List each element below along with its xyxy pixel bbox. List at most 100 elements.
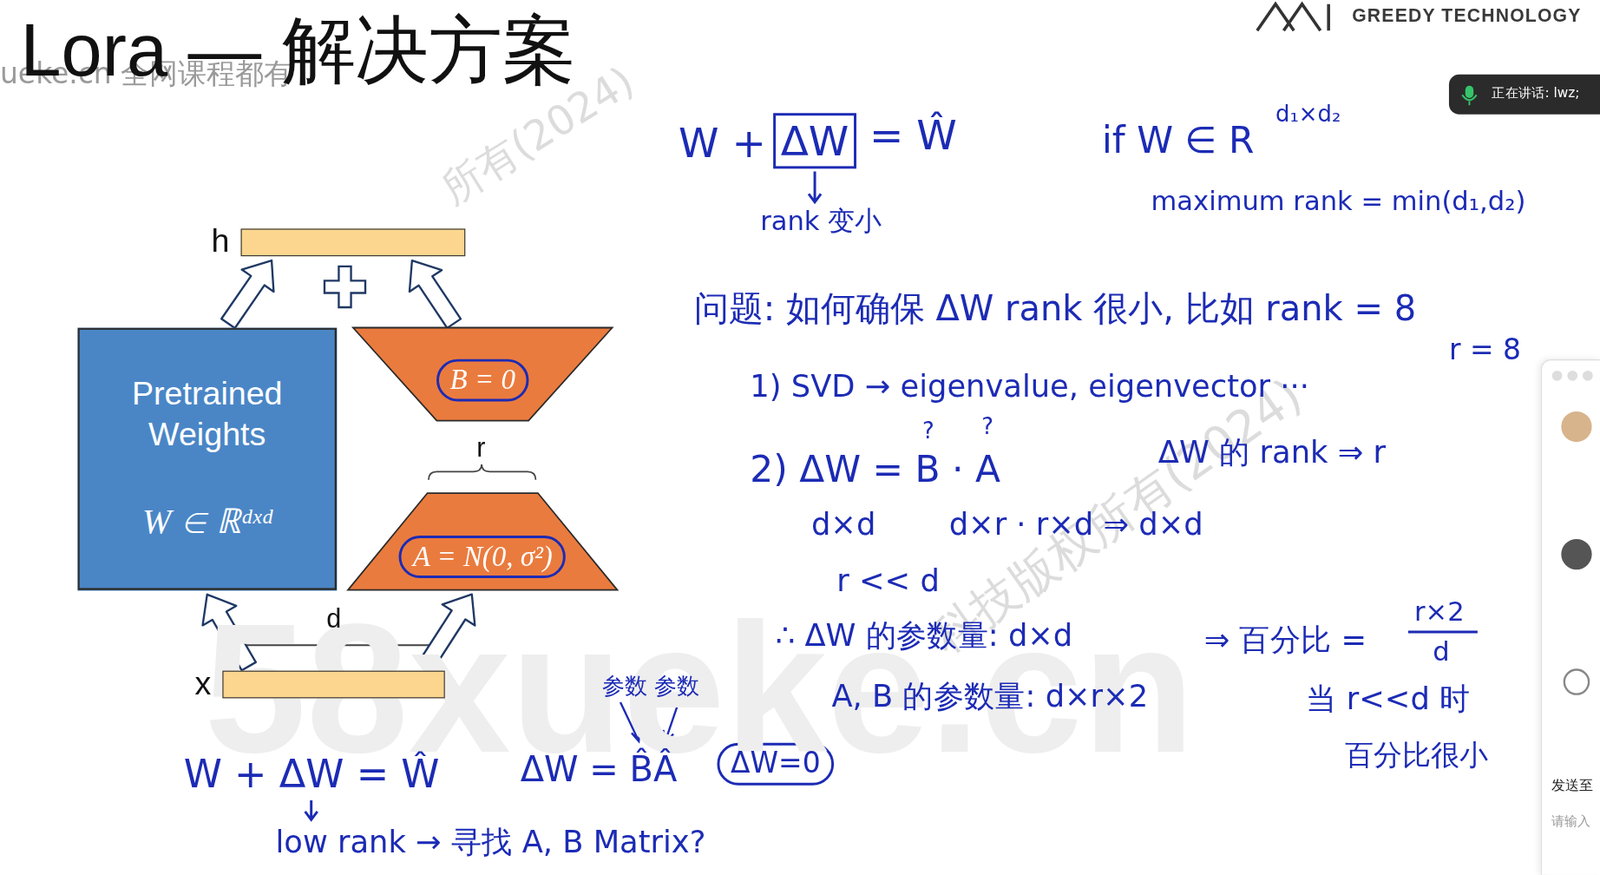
hand-note: d×r · r×d ⇒ d×d <box>949 505 1204 542</box>
width-bracket <box>428 464 536 480</box>
hand-note: rank 变小 <box>760 204 881 236</box>
hand-superscript-holder: d₁×d₂ <box>1275 102 1341 127</box>
hand-note-holder: W + ΔW = Ŵ <box>183 753 440 796</box>
hand-note-holder: 参数 参数 <box>602 673 700 698</box>
hand-arrow <box>620 701 640 741</box>
input-placeholder-holder: 请输入 <box>1551 813 1592 829</box>
hand-box <box>774 114 856 168</box>
vector-label-holder: x <box>195 665 212 702</box>
hand-note-holder: r << d <box>836 563 939 597</box>
hand-note: r = 8 <box>1449 332 1522 367</box>
hand-note: A, B 的参数量: d×r×2 <box>831 677 1148 714</box>
box-formula: W ∈ ℝᵈˣᵈ <box>142 500 272 543</box>
hand-circle <box>718 743 833 784</box>
slide-title-holder: Lora — 解决方案 <box>20 10 577 92</box>
fraction-denominator-holder: d <box>1432 636 1450 667</box>
hand-note: ΔW=0 <box>730 746 821 781</box>
hand-question-holder: ? <box>922 418 935 443</box>
width-bracket <box>226 637 441 654</box>
sidebar-text: 发送至 <box>1551 776 1594 794</box>
hand-note: W + <box>678 119 767 167</box>
hand-note: if W ∈ R <box>1101 119 1254 162</box>
matrix-trapezoid: B = 0 <box>353 327 613 421</box>
weight-box: Pretrained Weights W ∈ ℝᵈˣᵈ <box>77 327 337 591</box>
fraction-numerator-holder: r×2 <box>1414 596 1465 627</box>
hand-note: 1) SVD → eigenvalue, eigenvector ··· <box>749 368 1310 405</box>
logo-text-holder: GREEDY TECHNOLOGY <box>1351 6 1581 27</box>
window-dot <box>1567 370 1578 381</box>
dimension-label: d <box>326 603 341 634</box>
box-heading: Pretrained Weights <box>96 372 319 454</box>
hand-note: r << d <box>836 562 939 598</box>
hand-note-holder: 2) ΔW = B · A <box>749 448 1001 490</box>
matrix-formula: B = 0 <box>450 364 516 396</box>
hand-note-holder: ΔW=0 <box>730 747 821 780</box>
trapezoid-shape <box>347 492 617 591</box>
fraction-bar <box>1408 629 1478 633</box>
hand-circle <box>438 360 528 400</box>
avatar <box>1560 411 1592 442</box>
hand-note: 百分比很小 <box>1344 737 1489 772</box>
mic-icon <box>1465 85 1474 99</box>
avatar <box>1564 668 1589 694</box>
dimension-label-holder: r <box>476 432 486 463</box>
hand-note-holder: d×d <box>811 506 876 541</box>
hand-note-holder: A, B 的参数量: d×r×2 <box>831 678 1148 713</box>
hand-arrow <box>305 800 318 820</box>
logo-text: GREEDY TECHNOLOGY <box>1351 5 1581 27</box>
logo-mark <box>1257 4 1329 32</box>
mic-stand <box>1462 94 1476 105</box>
window-dot <box>1552 370 1563 381</box>
hand-note: ΔW <box>780 117 850 164</box>
plus-symbol <box>324 266 366 308</box>
hand-note: 2) ΔW = B · A <box>749 447 1001 490</box>
hand-question-holder: ? <box>981 413 994 439</box>
window-dot <box>1582 370 1594 381</box>
block-arrow <box>221 260 274 328</box>
hand-note-holder: 问题: 如何确保 ΔW rank 很小, 比如 rank = 8 <box>694 289 1417 328</box>
hand-question: ? <box>922 417 935 443</box>
sidebar-text-holder: 发送至 <box>1551 777 1594 794</box>
hand-note-holder: ΔW 的 rank ⇒ r <box>1158 434 1386 469</box>
hand-note-holder: r = 8 <box>1449 334 1522 367</box>
input-placeholder: 请输入 <box>1551 813 1592 829</box>
hand-note-holder: rank 变小 <box>760 206 881 237</box>
hand-circle <box>400 537 564 578</box>
matrix-trapezoid: A = N(0, σ²) <box>347 492 617 591</box>
fraction-denominator: d <box>1432 636 1450 667</box>
dimension-label: r <box>476 431 486 462</box>
hand-note: maximum rank = min(d₁,d₂) <box>1151 185 1527 217</box>
hand-note: = Ŵ <box>869 111 958 158</box>
hand-note: 问题: 如何确保 ΔW rank 很小, 比如 rank = 8 <box>694 288 1417 329</box>
hand-note-holder: if W ∈ R <box>1101 120 1254 162</box>
hand-note: d×d <box>811 505 876 542</box>
hand-note-holder: low rank → 寻找 A, B Matrix? <box>275 824 707 859</box>
vector-label-holder: h <box>210 223 230 260</box>
speaker-status: 正在讲话: lwz; <box>1491 85 1580 101</box>
slide-title: Lora — 解决方案 <box>20 9 577 92</box>
hand-note: W + ΔW = Ŵ <box>183 751 440 797</box>
hand-note: ΔW = B̂Â <box>520 747 678 789</box>
block-arrow <box>418 594 475 671</box>
avatar <box>1560 538 1592 570</box>
fraction-numerator: r×2 <box>1414 596 1465 627</box>
trapezoid-shape <box>353 327 613 421</box>
speaker-status-holder: 正在讲话: lwz; <box>1491 85 1580 101</box>
hand-note-holder: W + <box>678 120 767 166</box>
hand-arrow <box>662 701 679 741</box>
hand-note-holder: 1) SVD → eigenvalue, eigenvector ··· <box>749 369 1310 404</box>
input-vector-bar: x <box>222 670 445 699</box>
vector-label: h <box>210 222 230 259</box>
vector-label: x <box>195 664 212 702</box>
block-arrow <box>409 260 461 328</box>
hand-note-holder: d×r · r×d ⇒ d×d <box>949 506 1204 541</box>
hand-question: ? <box>981 413 994 439</box>
hand-note-holder: ∴ ΔW 的参数量: d×d <box>775 618 1073 653</box>
hand-note-holder: ⇒ 百分比 = <box>1204 622 1367 656</box>
hand-note: ⇒ 百分比 = <box>1204 621 1367 657</box>
hand-note-holder: 当 r<<d 时 <box>1305 681 1470 716</box>
hand-note: ΔW 的 rank ⇒ r <box>1158 433 1386 470</box>
hand-note: 当 r<<d 时 <box>1305 680 1470 716</box>
hand-note: low rank → 寻找 A, B Matrix? <box>275 823 707 860</box>
